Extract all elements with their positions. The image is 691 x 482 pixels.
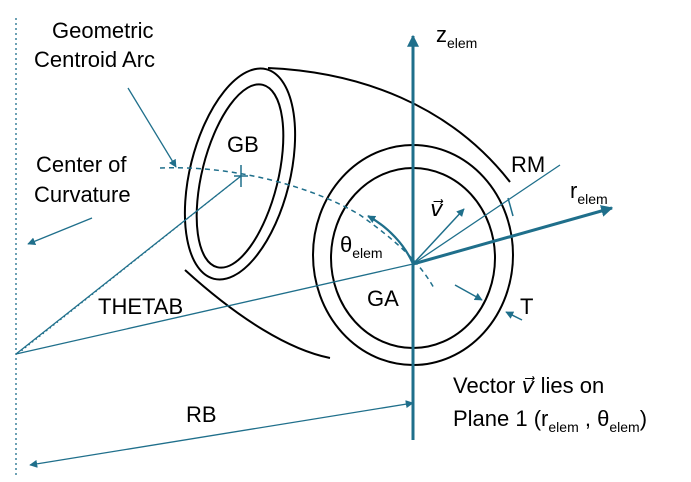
theta-elem-label: θelem (340, 232, 383, 261)
vector-v-arrow (412, 208, 465, 265)
gb-label: GB (227, 132, 259, 157)
geometric-centroid-arc-label-2: Centroid Arc (34, 47, 155, 72)
rb-dimension (29, 400, 414, 468)
rm-label: RM (511, 152, 545, 177)
vector-note-line1: Vector v⃗ lies on (453, 373, 604, 398)
z-elem-label: zelem (436, 22, 477, 51)
t-arrow (505, 311, 523, 321)
ga-arrow (454, 284, 483, 301)
pipe-outer-top-edge (267, 67, 511, 183)
geometric-centroid-arc-label-1: Geometric (52, 18, 153, 43)
gb-outer-ring (183, 67, 297, 281)
ga-label: GA (367, 286, 399, 311)
r-elem-label: relem (570, 178, 608, 207)
center-of-curvature-label-1: Center of (36, 152, 127, 177)
center-curvature-callout (27, 217, 93, 245)
t-label: T (520, 294, 533, 319)
thetab-line-lower (15, 263, 414, 355)
center-of-curvature-label-2: Curvature (34, 182, 131, 207)
r-elem-axis (412, 205, 614, 266)
rm-tick (507, 197, 514, 217)
thetab-label: THETAB (98, 294, 183, 319)
centroid-arc-callout (127, 87, 177, 168)
gb-inner-ring (195, 83, 285, 269)
pipe-outer-bottom-edge (184, 269, 331, 359)
rm-line (412, 164, 561, 265)
vector-note-line2: Plane 1 (relem , θelem) (453, 406, 647, 435)
gb-radial-dotted (19, 175, 242, 353)
theta-elem-arc (367, 215, 415, 265)
vector-v-label: v⃗ (430, 196, 444, 221)
rb-label: RB (186, 402, 217, 427)
thetab-line-upper (15, 175, 242, 355)
